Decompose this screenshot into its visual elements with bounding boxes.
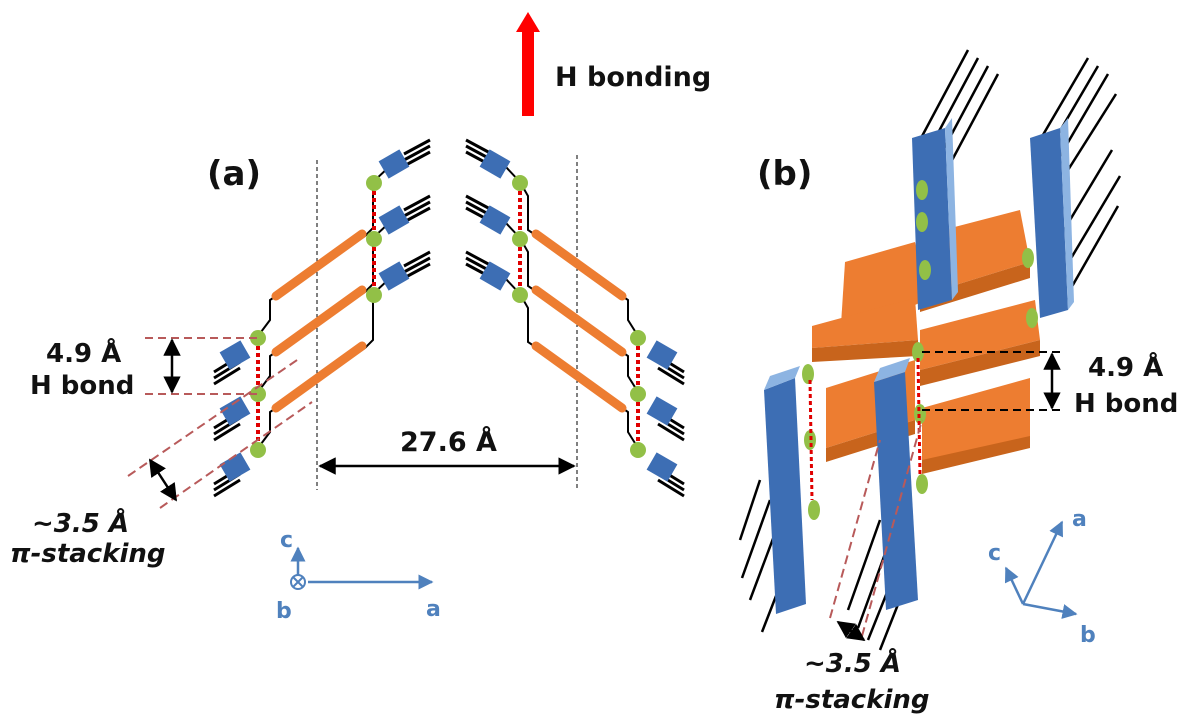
hbond-lines-a: [256, 191, 640, 442]
hbond-lines-b: [808, 357, 922, 501]
stacking-distance-a: ~3.5 Å: [32, 507, 129, 539]
panel-a-label: (a): [207, 154, 261, 194]
axes-b: [1004, 520, 1078, 619]
axis-b-label-b: b: [1080, 623, 1096, 648]
axis-c-label-a: c: [280, 528, 293, 553]
hbond-text-a: H bond: [30, 371, 134, 401]
stacking-text-b: π-stacking: [774, 685, 930, 715]
axis-b-label-a: b: [276, 599, 292, 624]
h-bonding-arrow: [516, 12, 540, 116]
axes-a: [290, 546, 434, 590]
axis-a-label-b: a: [1072, 507, 1087, 532]
stacking-distance-marker-a: [148, 458, 178, 502]
stacking-distance-marker-b: [836, 620, 866, 642]
stacking-guides-a: [127, 357, 313, 509]
width-distance: 27.6 Å: [400, 426, 497, 458]
hbond-distance-marker-b: [922, 351, 1062, 411]
axis-a-label-a: a: [426, 597, 441, 622]
stacking-distance-b: ~3.5 Å: [804, 647, 901, 679]
hbond-distance-a: 4.9 Å: [46, 337, 121, 369]
hbond-text-b: H bond: [1074, 389, 1178, 419]
stacking-guides-b: [829, 419, 923, 637]
hbond-distance-b: 4.9 Å: [1088, 351, 1163, 383]
hbond-distance-marker-a: [145, 337, 258, 395]
h-bonding-label: H bonding: [555, 62, 711, 93]
stacking-text-a: π-stacking: [10, 539, 166, 569]
panel-b-label: (b): [757, 154, 812, 194]
axis-c-label-b: c: [988, 541, 1001, 566]
chevron-molecule: [213, 138, 685, 386]
